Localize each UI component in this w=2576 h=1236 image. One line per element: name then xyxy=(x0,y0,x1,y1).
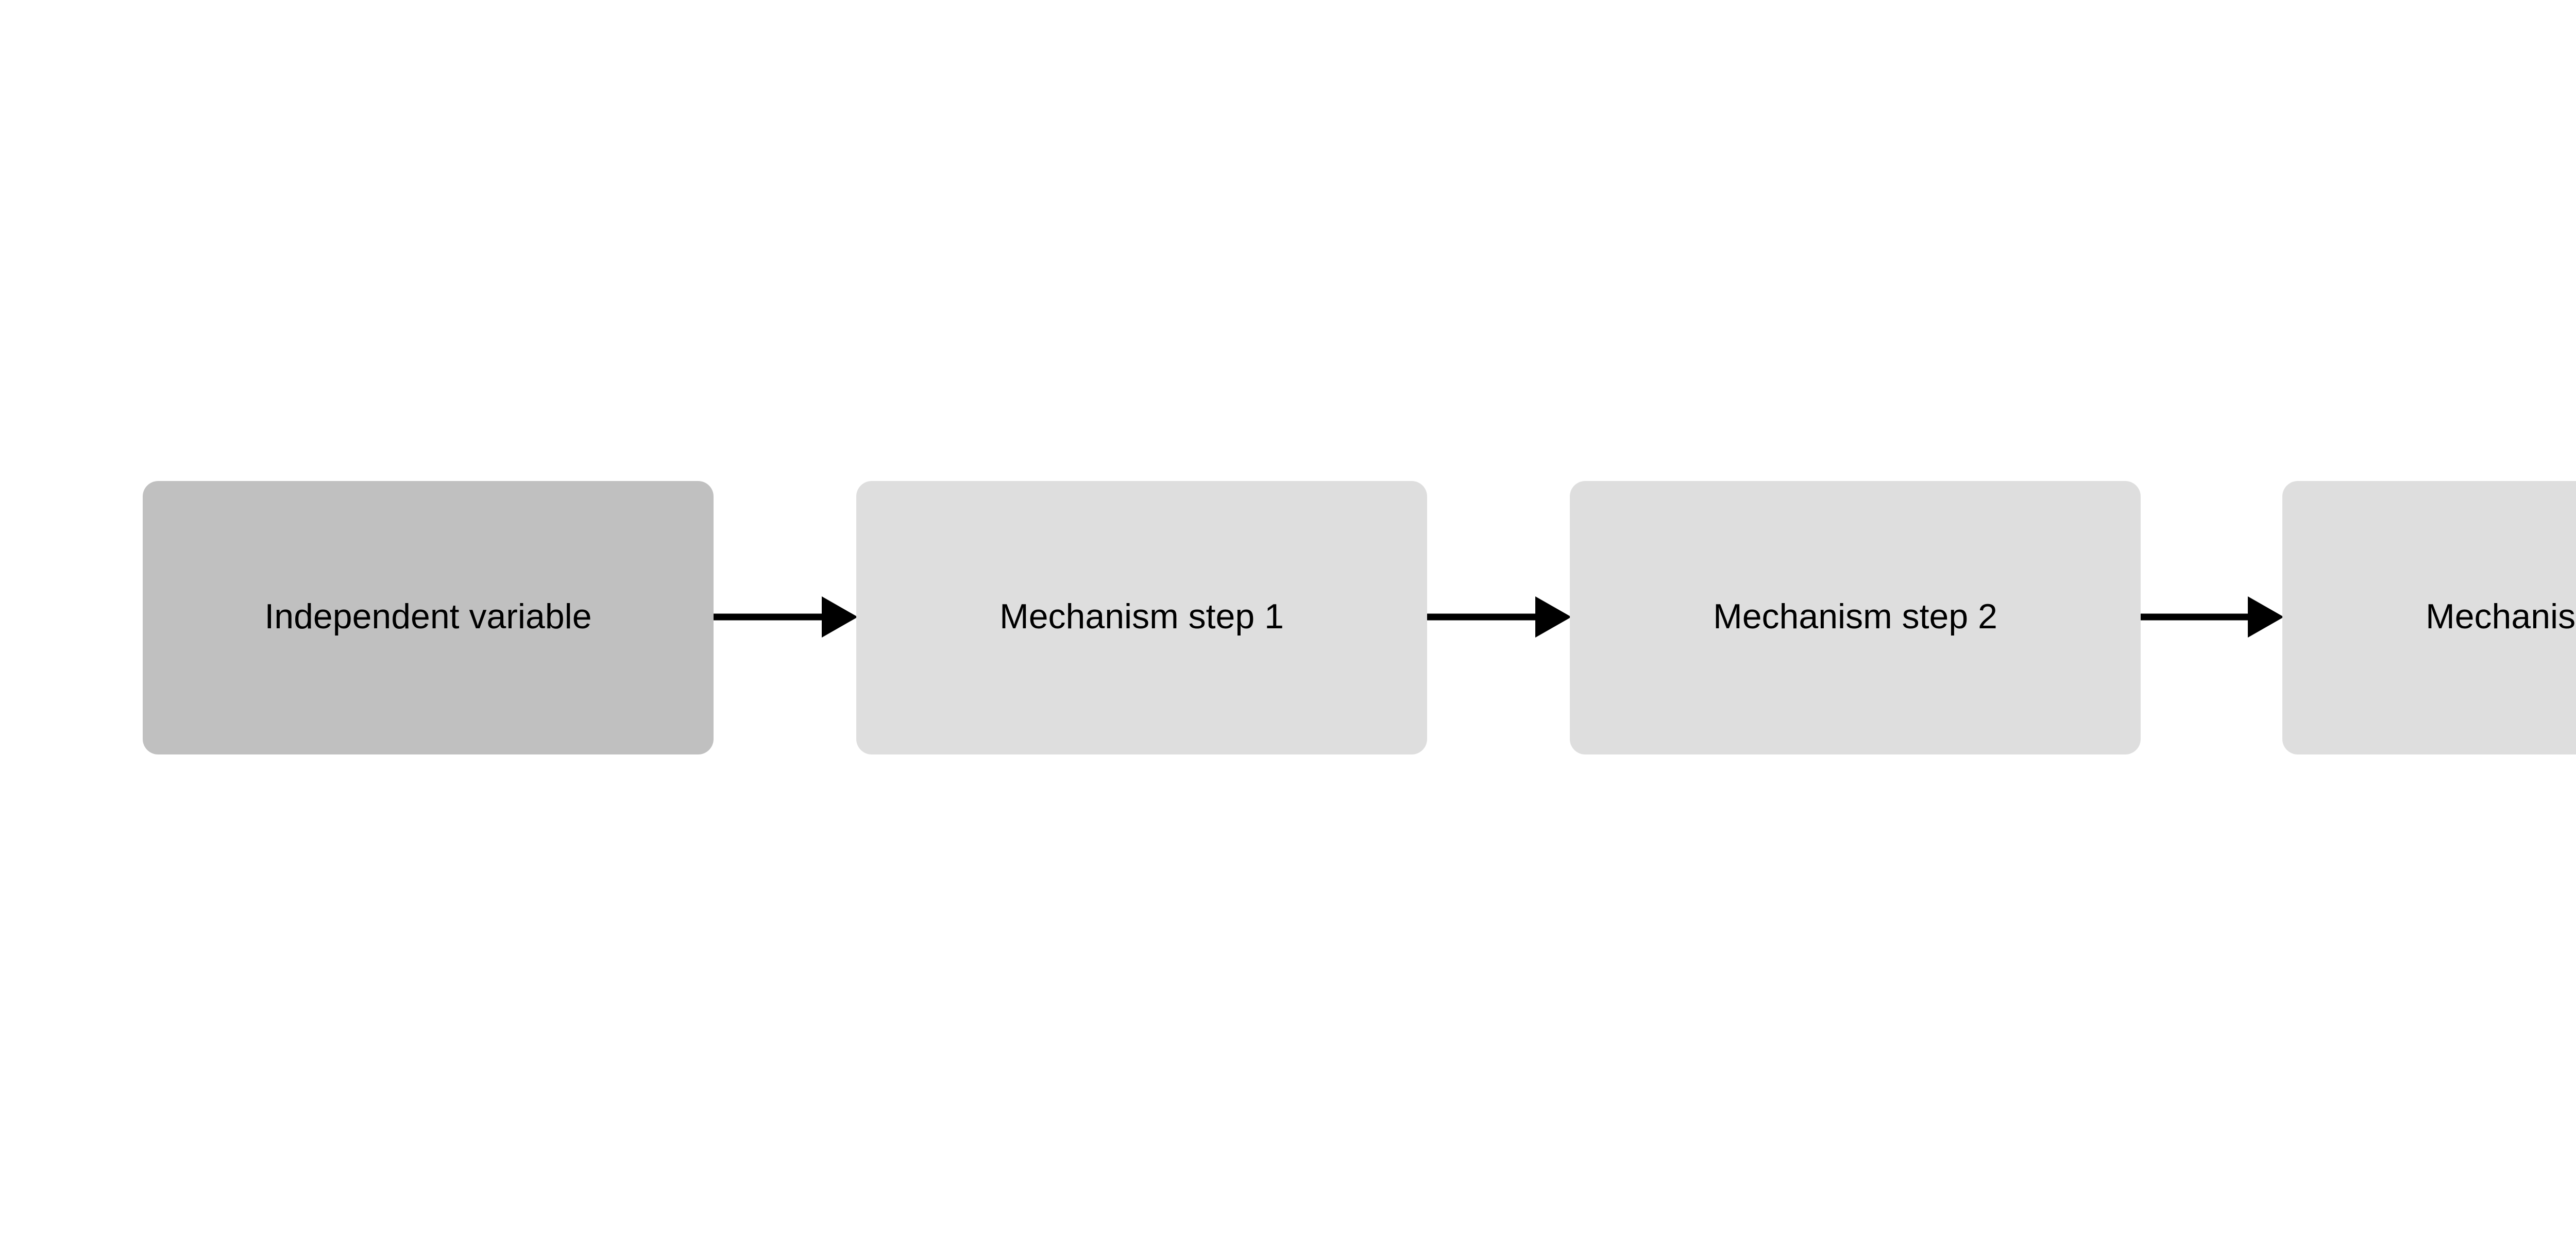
edge-independent-to-step1 xyxy=(714,596,858,638)
node-box[interactable] xyxy=(1570,481,2141,754)
node-label: Mechanism step 2 xyxy=(1713,597,1997,636)
edge-step1-to-step2 xyxy=(1427,596,1571,638)
node-label: Independent variable xyxy=(264,597,591,636)
arrowhead-icon xyxy=(822,596,858,638)
node-mechanism-step-1[interactable]: Mechanism step 1 xyxy=(856,481,1427,754)
node-box[interactable] xyxy=(2282,481,2576,754)
node-mechanism-step-2[interactable]: Mechanism step 2 xyxy=(1570,481,2141,754)
edge-group xyxy=(714,596,2284,638)
node-mechanism-step-3[interactable]: Mechanism step 3 xyxy=(2282,481,2576,754)
node-label: Mechanism step 3 xyxy=(2426,597,2576,636)
node-box[interactable] xyxy=(143,481,714,754)
arrowhead-icon xyxy=(1535,596,1571,638)
node-box[interactable] xyxy=(856,481,1427,754)
edge-step2-to-step3 xyxy=(2141,596,2284,638)
arrowhead-icon xyxy=(2248,596,2284,638)
node-label: Mechanism step 1 xyxy=(999,597,1284,636)
node-independent-variable[interactable]: Independent variable xyxy=(143,481,714,754)
node-group: Independent variable Mechanism step 1 Me… xyxy=(143,481,2576,754)
